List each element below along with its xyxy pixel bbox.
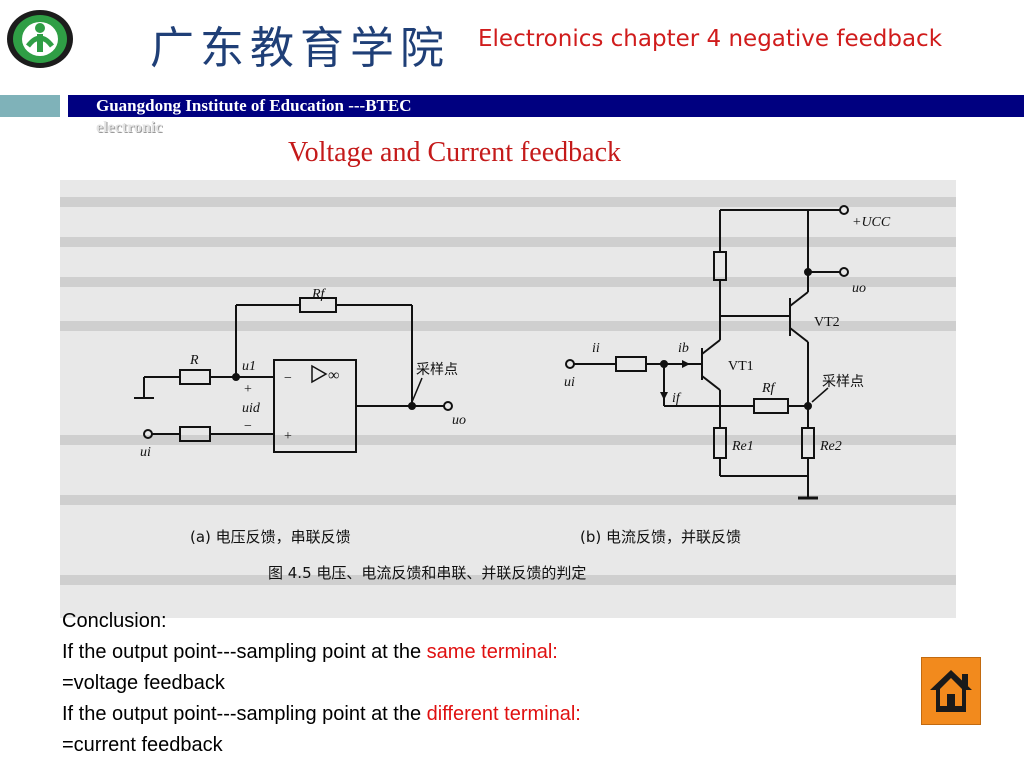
circuit-figure: Rf R u1 + uid − − + ∞ ui uo 采样点 xyxy=(60,180,956,618)
conclusion-line-3-highlight: different terminal: xyxy=(426,703,581,725)
conclusion-line-1-highlight: same terminal: xyxy=(426,641,558,663)
institute-name: Guangdong Institute of Education ---BTEC xyxy=(96,96,412,115)
conclusion-line-1: If the output point---sampling point at … xyxy=(62,637,581,668)
scan-background-text xyxy=(60,197,956,585)
circuit-b xyxy=(565,205,849,500)
conclusion-block: Conclusion: If the output point---sampli… xyxy=(62,606,581,761)
label-r: R xyxy=(189,353,199,368)
label-rf-a: Rf xyxy=(311,287,327,302)
figure-caption: 图 4.5 电压、电流反馈和串联、并联反馈的判定 xyxy=(268,564,586,582)
header-band xyxy=(68,95,1024,117)
home-icon xyxy=(930,670,972,712)
home-button[interactable] xyxy=(921,657,981,725)
circuit-a xyxy=(134,297,453,453)
conclusion-heading: Conclusion: xyxy=(62,610,167,632)
label-re2: Re2 xyxy=(819,439,842,454)
resistor-input-b xyxy=(615,356,647,372)
label-sampling-point-a: 采样点 xyxy=(416,362,458,378)
label-vt1: VT1 xyxy=(728,359,754,374)
label-opamp-plus: + xyxy=(284,429,292,444)
label-minus-a: − xyxy=(244,419,252,434)
conclusion-line-2: =voltage feedback xyxy=(62,672,225,694)
label-uo-a: uo xyxy=(452,413,466,428)
caption-b: (b) 电流反馈，并联反馈 xyxy=(580,528,741,546)
label-ucc: +UCC xyxy=(852,215,891,230)
college-emblem-icon xyxy=(7,10,73,68)
label-sampling-point-b: 采样点 xyxy=(822,374,864,390)
conclusion-line-3: If the output point---sampling point at … xyxy=(62,699,581,730)
label-ib: ib xyxy=(678,341,689,356)
college-logo xyxy=(6,8,74,70)
label-plus-a: + xyxy=(244,382,252,397)
label-ii: ii xyxy=(592,341,600,356)
conclusion-line-3-text: If the output point---sampling point at … xyxy=(62,703,427,725)
conclusion-line-1-text: If the output point---sampling point at … xyxy=(62,641,427,663)
header-band-accent xyxy=(0,95,60,117)
label-if: if xyxy=(672,391,682,406)
label-infinity: ∞ xyxy=(328,367,339,384)
resistor-rf-b xyxy=(753,398,789,414)
chinese-title: 广东教育学院 xyxy=(150,23,450,74)
label-opamp-minus: − xyxy=(284,371,292,386)
label-uo-b: uo xyxy=(852,281,866,296)
label-vt2: VT2 xyxy=(814,315,840,330)
label-u1: u1 xyxy=(242,359,256,374)
label-ui-b: ui xyxy=(564,375,575,390)
slide-title: Voltage and Current feedback xyxy=(288,137,622,168)
label-uid: uid xyxy=(242,401,261,416)
label-re1: Re1 xyxy=(731,439,754,454)
conclusion-line-4: =current feedback xyxy=(62,734,223,756)
label-ui-a: ui xyxy=(140,445,151,460)
caption-a: (a) 电压反馈，串联反馈 xyxy=(190,528,351,546)
chapter-title: Electronics chapter 4 negative feedback xyxy=(478,26,943,52)
resistor-rc1 xyxy=(713,251,727,281)
resistor-r xyxy=(179,369,211,385)
label-rf-b: Rf xyxy=(761,381,777,396)
institute-subtitle: electronic xyxy=(96,119,163,136)
